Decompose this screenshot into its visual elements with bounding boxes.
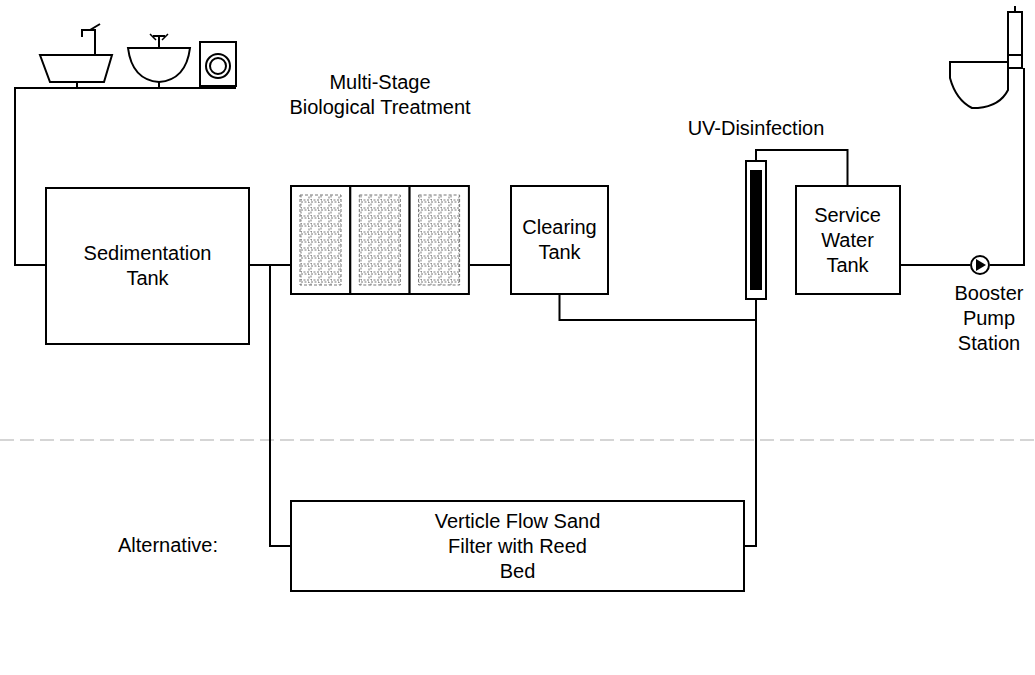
pipe-line [560, 295, 757, 320]
pipe-connector [745, 300, 756, 546]
pump-glyph [970, 255, 990, 275]
drain-pipe [76, 82, 78, 88]
washing-machine [200, 42, 236, 86]
tank-box: Service Water Tank [795, 185, 901, 295]
node-label: Service Water Tank [803, 203, 893, 278]
treatment-stage: Multi-Stage Biological Treatment [280, 70, 480, 295]
toilet [950, 6, 1022, 108]
uv-lamp: UV-Disinfection [745, 160, 767, 300]
pipe-line [745, 300, 756, 546]
booster-pump: Booster Pump Station [945, 255, 1033, 365]
pipe-line [901, 264, 971, 266]
drain-pipe [45, 87, 236, 89]
reactor-cells [290, 185, 470, 295]
pump-label: Booster Pump Station [945, 281, 1033, 356]
drain-pipe [15, 88, 45, 265]
pipe-connector [901, 265, 971, 266]
pipe-line [756, 150, 848, 185]
pipe-connector [560, 295, 757, 320]
uv-heading: UV-Disinfection [688, 116, 825, 141]
tank-box: Clearing Tank [510, 185, 609, 295]
wash-basin [128, 34, 190, 82]
pipe-connector [250, 265, 290, 546]
stage-heading: Multi-Stage Biological Treatment [287, 70, 473, 120]
node-label: Verticle Flow Sand Filter with Reed Bed [433, 509, 603, 584]
node-label: Clearing Tank [516, 215, 603, 265]
pipe-connector [470, 265, 510, 266]
uv-tube [750, 170, 762, 290]
pipe-line [250, 265, 290, 546]
pipe-connector [756, 150, 848, 185]
tank-box: Sedimentation Tank [45, 187, 250, 345]
pump-symbol [970, 255, 990, 275]
pipe-line [470, 264, 510, 266]
note-label: Alternative: [118, 533, 218, 558]
node-label: Sedimentation Tank [68, 241, 228, 291]
sand-filter-box: Verticle Flow Sand Filter with Reed Bed [290, 500, 745, 592]
reactor-cells-drawing [290, 185, 470, 295]
drain-pipe [158, 82, 160, 88]
supply-pipe [990, 68, 1024, 265]
kitchen-sink [40, 24, 112, 82]
separator-line [0, 439, 1035, 441]
